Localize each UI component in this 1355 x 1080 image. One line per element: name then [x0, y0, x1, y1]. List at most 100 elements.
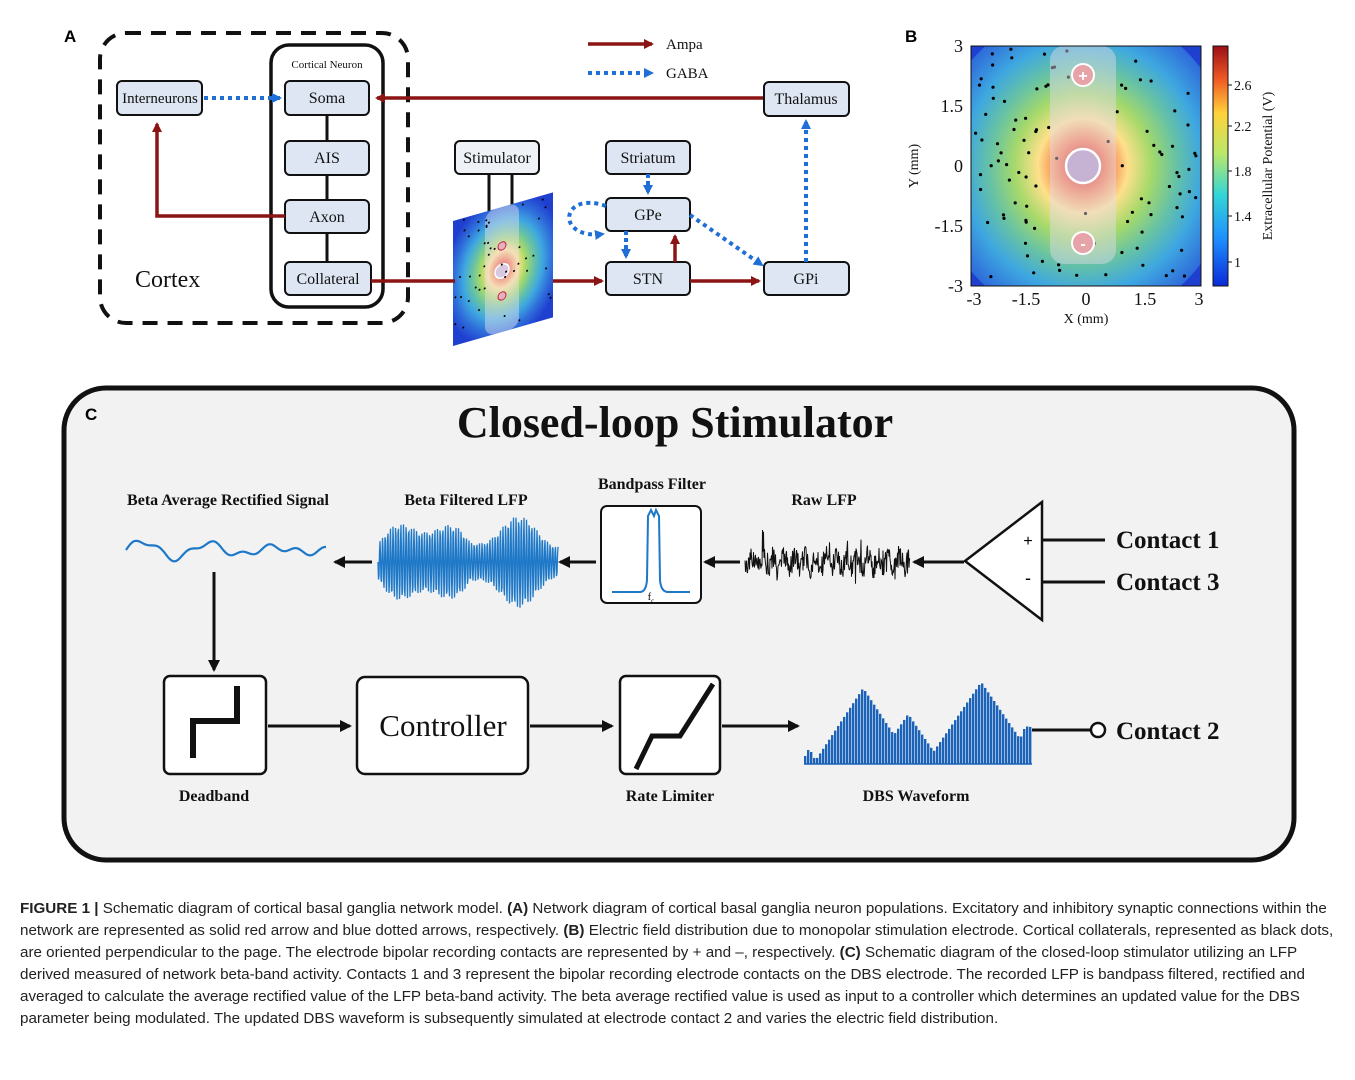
collateral-dot: [1186, 91, 1190, 95]
raw-lfp-waveform: [744, 529, 911, 584]
collateral-dot: [1141, 263, 1145, 267]
collateral-dot: [1177, 174, 1181, 179]
caption-a-text: Network diagram of cortical basal gangli…: [20, 900, 1327, 939]
dbs-pulse-bar: [906, 715, 909, 764]
dbs-pulse-bar: [882, 718, 885, 764]
collateral-dot: [1013, 201, 1017, 205]
dbs-pulse-bar: [1020, 736, 1023, 764]
collateral-dot: [1152, 143, 1156, 147]
dbs-pulse-bar: [969, 698, 972, 764]
dbs-pulse-bar: [816, 757, 819, 764]
dbs-pulse-bar: [963, 706, 966, 764]
cb-tick-2.2: 2.2: [1234, 120, 1252, 135]
patch-dot: [513, 269, 515, 272]
rate-limiter-box: [618, 674, 722, 776]
node-gpe-label: GPe: [634, 207, 662, 224]
collateral-dot: [978, 173, 983, 177]
controller-box: [355, 675, 530, 776]
dbs-pulse-bar: [867, 695, 870, 764]
collateral-dot: [1057, 263, 1061, 267]
dbs-pulse-bar: [927, 743, 930, 764]
patch-dot: [504, 275, 507, 279]
patch-dot: [532, 254, 535, 257]
collateral-dot: [1009, 47, 1013, 51]
collateral-dot: [1035, 87, 1039, 91]
deadband-label: Deadband: [179, 788, 249, 805]
patch-dot: [541, 198, 544, 201]
dbs-pulse-bar: [864, 691, 867, 764]
collateral-dot: [1187, 167, 1191, 171]
collateral-dot: [986, 220, 990, 225]
deadband-curve: [190, 686, 240, 758]
dbs-pulse-bar: [957, 715, 960, 764]
dbs-pulse-bar: [975, 689, 978, 764]
patch-dot: [477, 220, 480, 223]
collateral-dot: [989, 275, 993, 279]
collateral-dot: [995, 142, 1000, 146]
patch-dot: [544, 206, 547, 209]
patch-dot: [505, 270, 508, 273]
cb-tick-1.8: 1.8: [1234, 165, 1252, 180]
patch-dot: [459, 275, 461, 279]
collateral-dot: [1040, 259, 1044, 263]
patch-dot: [467, 235, 470, 238]
patch-dot: [454, 296, 457, 299]
dbs-pulse-bar: [1008, 723, 1011, 764]
dbs-waveform-label: DBS Waveform: [863, 788, 970, 805]
collateral-dot: [979, 77, 983, 81]
collateral-dot: [1017, 170, 1021, 175]
node-stimulator-label: Stimulator: [463, 150, 531, 167]
panel-c-letter: C: [85, 405, 97, 424]
collateral-dot: [991, 85, 995, 89]
dbs-pulse-bar: [873, 704, 876, 764]
caption-lead: FIGURE 1 |: [20, 900, 99, 917]
dbs-pulse-bar: [936, 746, 939, 764]
collateral-dot: [1052, 65, 1057, 69]
dbs-pulse-bar: [912, 721, 915, 764]
node-striatum-label: Striatum: [620, 150, 676, 167]
node-thalamus: [763, 81, 850, 117]
field-patch: [453, 192, 553, 346]
cb-tick-1: 1: [1234, 256, 1241, 271]
field-map: + -: [971, 46, 1201, 286]
dbs-pulse-bar: [822, 748, 825, 764]
patch-dot: [485, 224, 488, 227]
dbs-pulse-bar: [990, 696, 993, 764]
dbs-pulse-bar: [948, 728, 951, 764]
node-gpi-label: GPi: [794, 271, 819, 288]
collateral-dot: [1147, 201, 1151, 205]
node-soma: [284, 80, 370, 116]
dbs-pulse-bar: [894, 733, 897, 764]
patch-dot: [462, 326, 465, 329]
contact3-label: Contact 3: [1116, 569, 1219, 596]
caption-b-text: Electric field distribution due to monop…: [20, 922, 1334, 961]
collateral-dot: [1033, 226, 1037, 230]
patch-dot: [483, 287, 486, 290]
node-interneurons-label: Interneurons: [122, 91, 198, 107]
node-collateral-label: Collateral: [296, 271, 360, 288]
bandpass-response-curve: [612, 507, 690, 593]
patch-dot: [549, 296, 552, 299]
dbs-pulse-bar: [987, 692, 990, 765]
node-interneurons: [116, 80, 203, 116]
patch-dot: [547, 293, 550, 296]
dbs-pulse-bar: [1017, 736, 1020, 764]
cortex-label: Cortex: [135, 267, 200, 293]
collateral-dot: [1130, 210, 1134, 214]
dbs-pulse-bar: [876, 709, 879, 764]
collateral-dot: [1012, 127, 1016, 132]
collateral-dot: [1120, 164, 1124, 168]
collateral-dot: [1014, 118, 1018, 122]
caption-a-tag: (A): [507, 900, 529, 917]
dbs-pulse-bar: [918, 730, 921, 764]
dbs-pulse-bar: [924, 739, 927, 764]
patch-dot: [489, 247, 492, 250]
dbs-pulse-bar: [843, 716, 846, 764]
electrode-minus-contact: [1071, 231, 1095, 255]
patch-dot: [526, 269, 529, 272]
collateral-dot: [1047, 125, 1051, 130]
collateral-dot: [996, 159, 1001, 163]
collateral-dot: [999, 151, 1003, 155]
node-ais: [284, 140, 370, 176]
dbs-pulse-bar: [930, 747, 933, 764]
